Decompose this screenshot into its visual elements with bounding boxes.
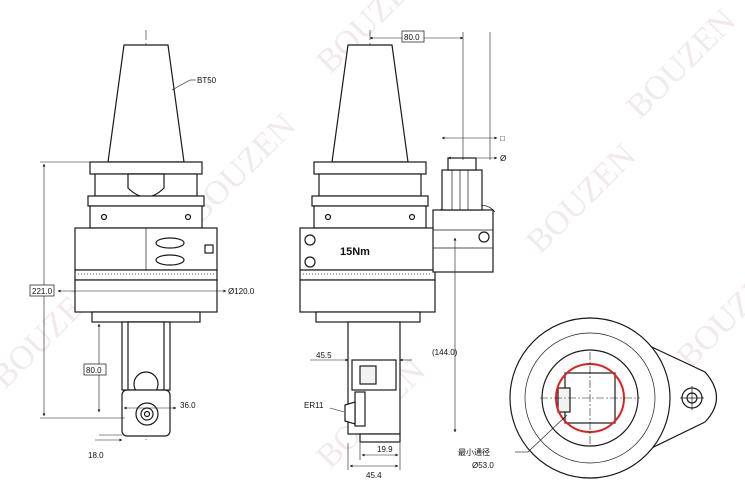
offset-dim: 36.0 [180, 401, 196, 410]
middle-view: 15Nm [299, 30, 496, 443]
oval-mark [155, 254, 185, 266]
side-dim: (144.0) [432, 348, 458, 357]
shank-dim: 80.0 [86, 366, 102, 375]
main-body [299, 227, 436, 271]
taper-label: BT50 [197, 76, 217, 85]
taper-cone [107, 44, 185, 163]
top-dim: 80.0 [404, 33, 420, 42]
watermark: BOUZEN [519, 137, 643, 261]
nose-dim: 18.0 [88, 451, 104, 460]
flange-lower [87, 195, 205, 207]
right-dimensions: 最小通径 Ø53.0 [458, 414, 568, 470]
min-bore-label: 最小通径 [458, 447, 490, 457]
watermark: BOUZEN [669, 252, 745, 376]
right-view [509, 317, 718, 479]
left-view [74, 30, 218, 440]
bottom-dim-2: 45.4 [366, 471, 382, 480]
width-dim: 45.5 [316, 351, 332, 360]
torque-label: 15Nm [340, 246, 370, 258]
scale-ring [74, 269, 218, 281]
square-symbol: □ [500, 134, 505, 143]
oval-mark [155, 237, 185, 249]
height-dim: 221.0 [32, 287, 53, 296]
collet-label: ER11 [304, 401, 324, 410]
flange [89, 161, 203, 175]
min-bore-dim: Ø53.0 [472, 461, 494, 470]
diameter-symbol: Ø [500, 154, 506, 163]
diameter-dim: Ø120.0 [228, 287, 255, 296]
middle-dimensions: 80.0 □ Ø (144.0) 45.5 ER11 19.9 45.4 [304, 30, 506, 480]
watermark: BOUZEN [619, 2, 743, 126]
left-dimensions: BT50 221.0 Ø120.0 80.0 36.0 18.0 [29, 76, 255, 460]
bottom-dim-1: 19.9 [377, 445, 393, 454]
